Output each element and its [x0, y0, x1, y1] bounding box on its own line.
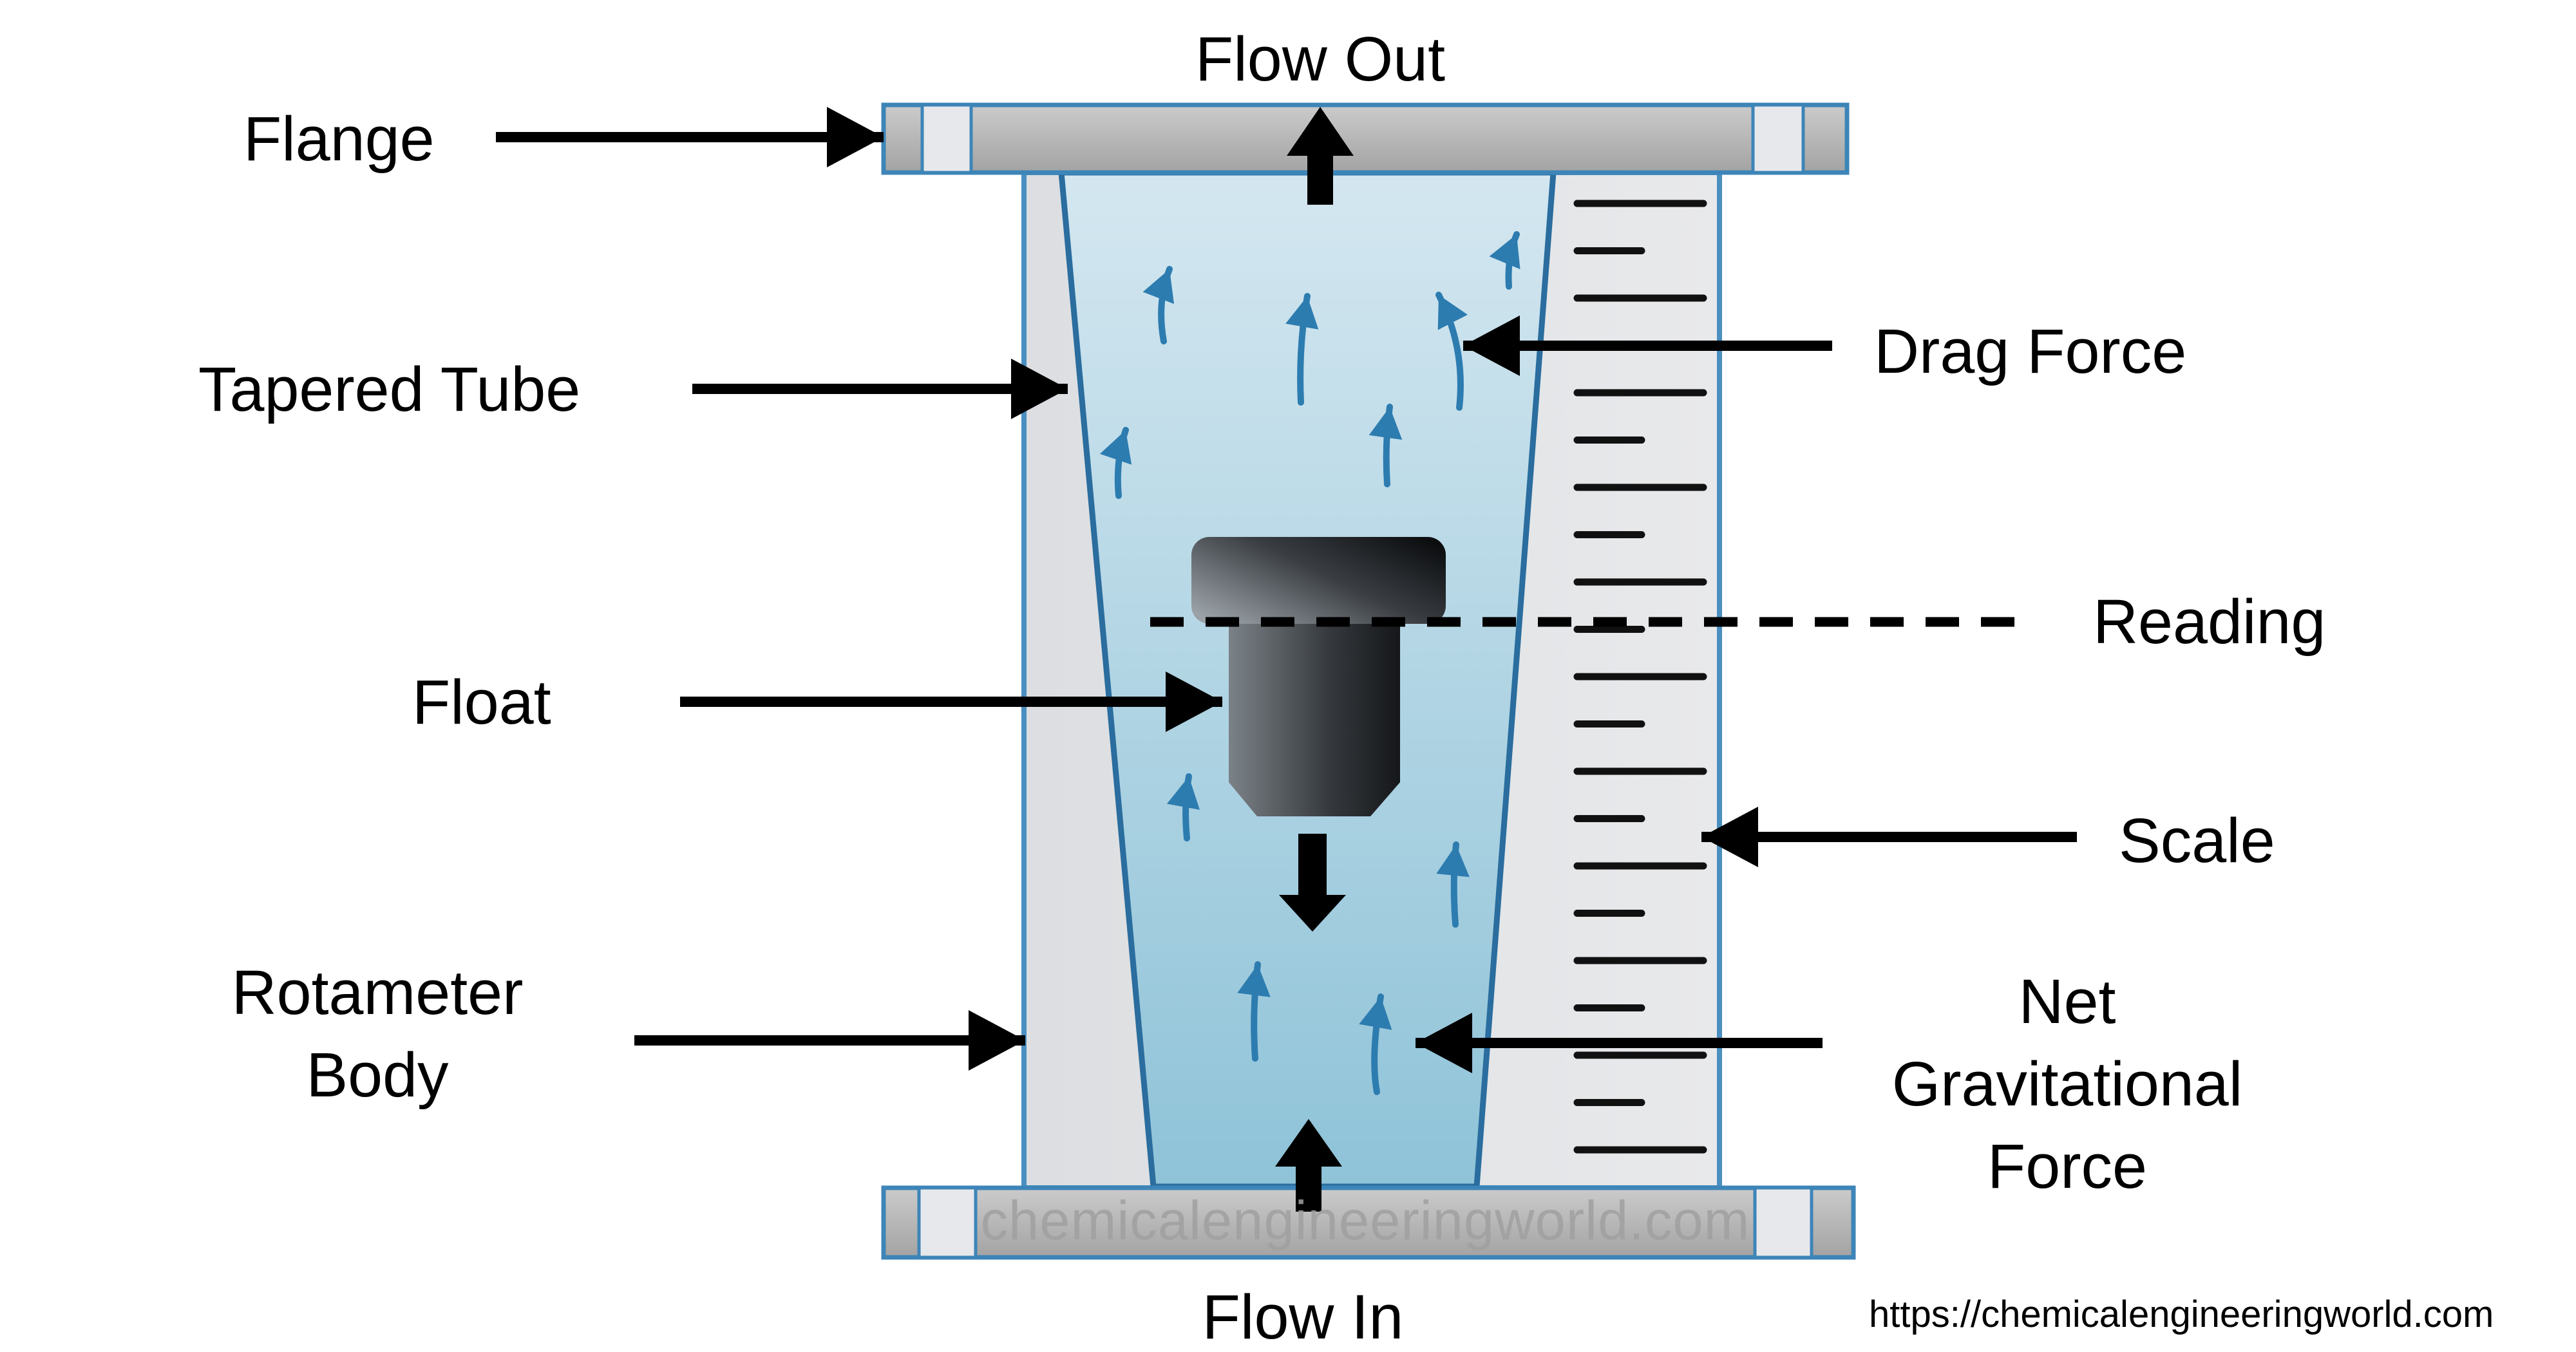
gravity-down-arrow-icon — [1279, 834, 1346, 932]
flow-arrow-icon — [1142, 266, 1175, 344]
flow-arrow-icon — [1359, 993, 1392, 1095]
rotameter-body-label: Rotameter Body — [231, 957, 524, 1111]
tapered-tube-label: Tapered Tube — [198, 354, 581, 424]
scale-label: Scale — [2119, 805, 2275, 876]
flow-arrow-icon — [1285, 293, 1319, 406]
flow-arrow-icon — [1237, 961, 1271, 1062]
flow-arrow-icon — [1436, 841, 1470, 928]
watermark-text: chemicalengineeringworld.com — [980, 1190, 1750, 1252]
fluid-flow-arrows — [1099, 231, 1520, 1095]
source-url-text: https://chemicalengineeringworld.com — [1869, 1293, 2494, 1335]
flow-out-arrow-icon — [1287, 107, 1354, 205]
flow-in-arrow-icon — [1275, 1119, 1342, 1212]
bottom-flange-shape — [881, 1185, 1856, 1260]
flange-label: Flange — [243, 104, 435, 174]
net-gravitational-force-label: Net Gravitational Force — [1891, 966, 2243, 1202]
flow-arrow-icon — [1166, 773, 1200, 841]
flow-arrow-icon — [1368, 404, 1403, 487]
flow-out-label: Flow Out — [1195, 24, 1446, 94]
flow-arrow-icon — [1435, 292, 1468, 411]
top-flange-shape — [881, 102, 1850, 175]
flow-arrow-icon — [1489, 231, 1520, 290]
reading-label: Reading — [2093, 587, 2326, 657]
flow-in-label: Flow In — [1202, 1282, 1404, 1352]
float-label: Float — [412, 667, 551, 737]
float-shape — [1191, 537, 1446, 816]
flow-arrow-icon — [1099, 427, 1132, 499]
label-pointer-arrows — [496, 107, 2077, 1073]
drag-force-label: Drag Force — [1874, 316, 2187, 386]
